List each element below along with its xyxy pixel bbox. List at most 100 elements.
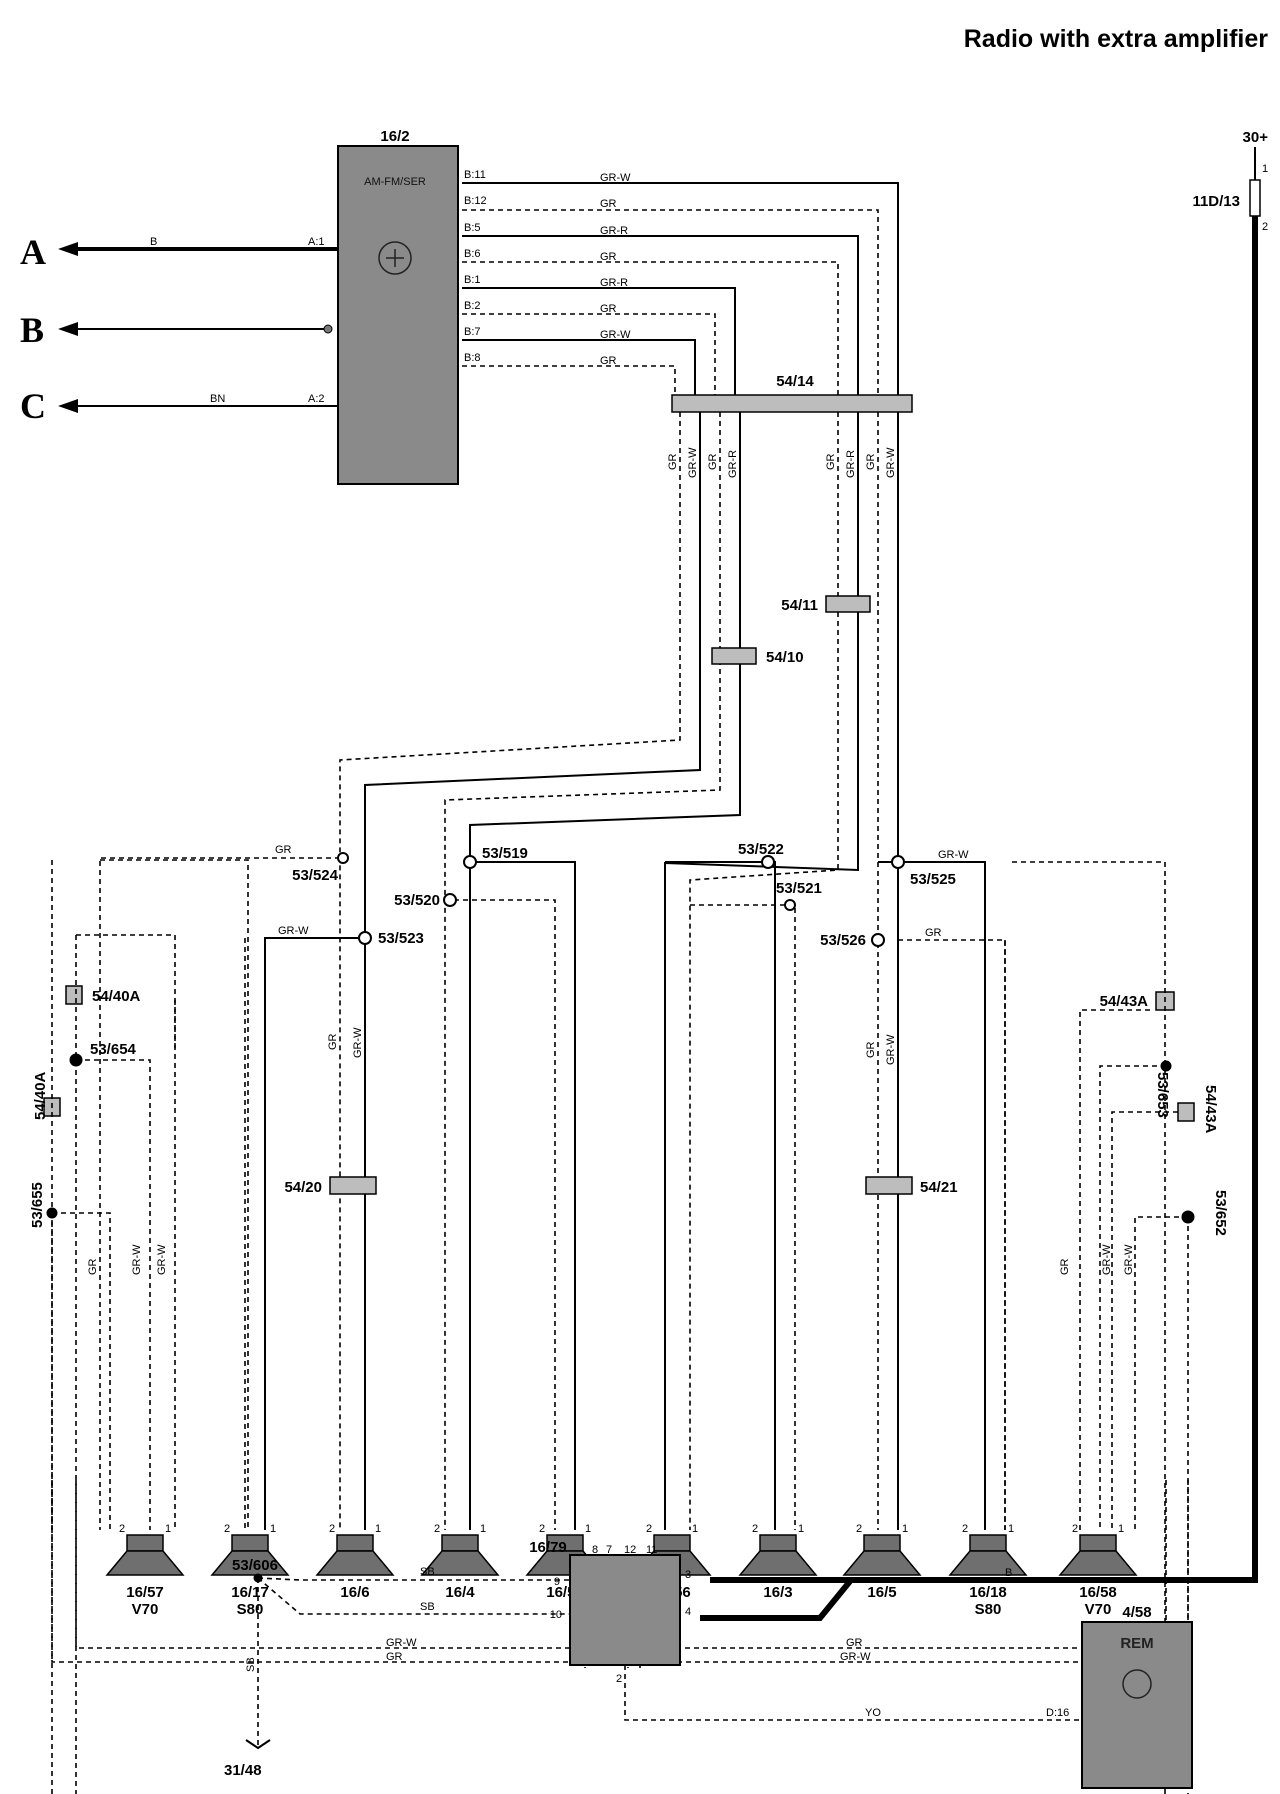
splice-label: 53/521: [776, 880, 822, 897]
ground-circuit: 53/606 SB SB SB 31/48: [224, 1557, 570, 1779]
wire-color: GR-W: [352, 1027, 364, 1058]
amplifier-pin: 11: [646, 1544, 657, 1556]
connector-54-10: 54/10: [711, 647, 804, 666]
supply: 30+ 11D/13 1 2 B: [700, 129, 1269, 1621]
speaker: 2 1 16/57 V70: [105, 1523, 185, 1618]
amplifier-id: 16/79: [529, 1539, 567, 1556]
speaker-pin: 2: [119, 1523, 125, 1535]
connector-label: 54/20: [284, 1179, 322, 1196]
wire-color: GR-W: [687, 447, 699, 478]
wire-color: GR: [707, 453, 719, 470]
speaker-pin: 2: [224, 1523, 230, 1535]
wire-color: B: [1005, 1567, 1012, 1579]
wire-color: GR-R: [600, 225, 628, 237]
amplifier-pin: 3: [685, 1569, 691, 1581]
fuse-pin: 2: [1262, 221, 1268, 233]
speaker-model: V70: [132, 1601, 159, 1618]
amplifier-pin: 4: [685, 1606, 691, 1618]
speaker-pin: 2: [646, 1523, 652, 1535]
ground-label: 31/48: [224, 1762, 262, 1779]
rem-name: REM: [1120, 1635, 1153, 1652]
side-letter-b: B: [20, 310, 44, 350]
amplifier-pin: 12: [624, 1544, 636, 1556]
fuse-label: 11D/13: [1192, 193, 1240, 210]
side-link-a: A B A:1: [20, 232, 338, 272]
speaker-pin: 1: [902, 1523, 908, 1535]
splice-nodes: 53/524 53/519 53/522 53/525 53/520 53/52…: [29, 841, 1229, 1236]
diagram-title: Radio with extra amplifier: [964, 25, 1269, 53]
speaker-id: 16/18: [969, 1584, 1007, 1601]
radio-name: AM-FM/SER: [364, 176, 426, 188]
speaker: 2 1 16/3: [738, 1523, 818, 1601]
wire-color: GR: [386, 1651, 403, 1663]
speaker-pin: 2: [752, 1523, 758, 1535]
speaker-pin: 2: [329, 1523, 335, 1535]
splice-label: 53/655: [29, 1182, 46, 1228]
radio-unit: 16/2 AM-FM/SER: [337, 128, 459, 485]
wire-color: GR: [600, 251, 617, 263]
speaker-model: S80: [237, 1601, 264, 1618]
speaker-pin: 1: [480, 1523, 486, 1535]
splice-label: 53/524: [292, 867, 339, 884]
side-link-b: B: [20, 310, 333, 350]
fuse-pin: 1: [1262, 163, 1268, 175]
wire-color: SB: [420, 1566, 435, 1578]
splice-label: 53/653: [1154, 1072, 1171, 1118]
wire-color: GR-W: [600, 329, 631, 341]
wire-color: GR-R: [600, 277, 628, 289]
speaker-id: 16/5: [867, 1584, 896, 1601]
speaker-model: S80: [975, 1601, 1002, 1618]
speaker-id: 16/58: [1079, 1584, 1117, 1601]
connector-label: 54/40A: [32, 1071, 49, 1120]
splice-label: 53/526: [820, 932, 866, 949]
amplifier-pin: 2: [616, 1673, 622, 1685]
wire-color: GR: [846, 1637, 863, 1649]
wire-color: SB: [420, 1601, 435, 1613]
amplifier-unit: 16/79 8 7 12 11 3 4 9 10 2: [529, 1539, 691, 1685]
speaker: 2 1 16/6: [315, 1523, 395, 1601]
wire-color: GR: [865, 453, 877, 470]
wire-color: GR: [825, 453, 837, 470]
speaker-pin: 2: [962, 1523, 968, 1535]
wire-color: GR: [600, 303, 617, 315]
radio-pin: B:6: [464, 248, 481, 260]
speaker-pin: 2: [1072, 1523, 1078, 1535]
connector-54-20: 54/20: [284, 1176, 377, 1196]
side-a-wire: B: [150, 236, 157, 248]
speaker: 2 1 16/4: [420, 1523, 500, 1601]
amplifier-pin: 7: [606, 1544, 612, 1556]
supply-label: 30+: [1243, 129, 1269, 146]
radio-pin: B:1: [464, 274, 481, 286]
connector-54-40a: 54/40A 54/40A: [32, 985, 141, 1120]
wire-color: GR: [87, 1258, 99, 1275]
amplifier-pin: 10: [550, 1609, 562, 1621]
left-harness: GR GR-W GR-W: [52, 860, 249, 1794]
speaker-pin: 2: [539, 1523, 545, 1535]
radio-id: 16/2: [380, 128, 409, 145]
splice-label: 53/606: [232, 1557, 278, 1574]
amplifier-pin: 9: [554, 1576, 560, 1588]
speaker-pin: 1: [798, 1523, 804, 1535]
wire-color: GR: [925, 927, 942, 939]
splice-label: 53/522: [738, 841, 784, 858]
wire-color: GR-W: [156, 1244, 168, 1275]
connector-label: 54/11: [781, 597, 818, 614]
rem-pin: D:16: [1046, 1707, 1069, 1719]
wire-color: GR: [327, 1033, 339, 1050]
side-c-wire: BN: [210, 393, 225, 405]
radio-pin: B:5: [464, 222, 481, 234]
radio-pins: B:11 B:12 B:5 B:6 B:1 B:2 B:7 B:8: [464, 169, 487, 364]
connector-54-11: 54/11: [781, 595, 871, 614]
connector-label: 54/10: [766, 649, 804, 666]
side-c-pin: A:2: [308, 393, 325, 405]
wire-color: GR-W: [1101, 1244, 1113, 1275]
connector-label: 54/43A: [1202, 1085, 1219, 1134]
wire-color: GR-W: [278, 925, 309, 937]
speaker: 2 1 16/17 S80: [210, 1523, 290, 1618]
connector-label: 54/40A: [92, 988, 141, 1005]
wire-color: GR-R: [727, 450, 739, 478]
connector-label: 54/21: [920, 1179, 958, 1196]
radio-wires: GR-W GR GR-R GR GR-R GR GR-W GR: [462, 172, 899, 395]
wire-color: GR-W: [840, 1651, 871, 1663]
